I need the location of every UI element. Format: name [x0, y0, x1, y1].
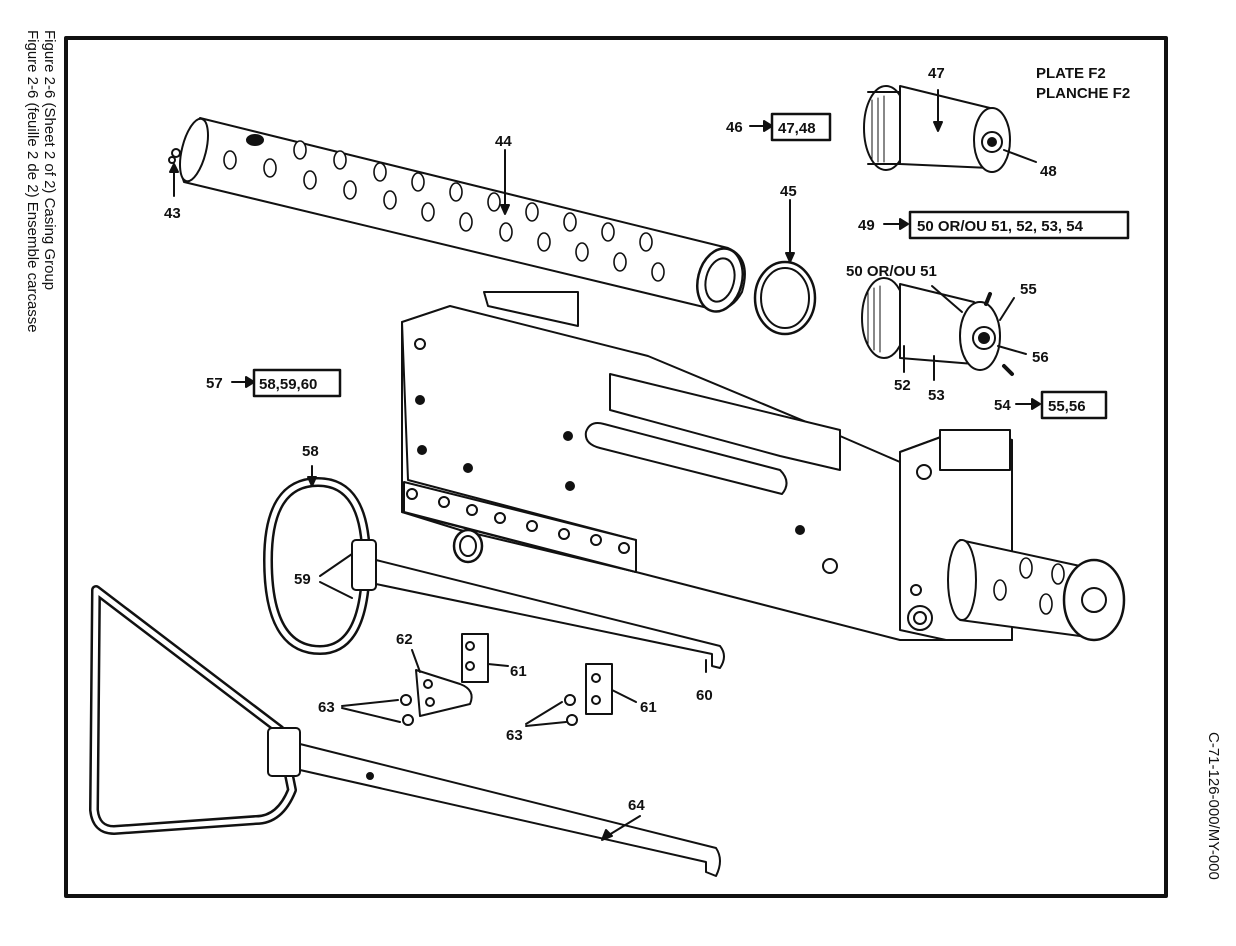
- ref-box-57: [252, 368, 342, 398]
- callout-53: 53: [928, 387, 945, 404]
- callout-49: 49: [858, 217, 875, 234]
- brackets-61-63-drawing: [341, 633, 637, 727]
- callout-45: 45: [780, 183, 797, 200]
- callout-62: 62: [396, 631, 413, 648]
- plate-label-english: PLATE F2: [1036, 65, 1106, 82]
- callout-50-51: 50 OR/OU 51: [846, 263, 937, 280]
- arrowhead-44: [500, 204, 510, 215]
- barrel-jacket-drawing: [179, 117, 746, 313]
- ref-box-46-text: 47,48: [778, 120, 816, 137]
- callout-60: 60: [696, 687, 713, 704]
- callout-59: 59: [294, 571, 311, 588]
- box-arrows: [231, 120, 1041, 410]
- callout-58: 58: [302, 443, 319, 460]
- receiver-casing-drawing: [401, 291, 1126, 642]
- callout-57: 57: [206, 375, 223, 392]
- ref-box-49-text: 50 OR/OU 51, 52, 53, 54: [917, 218, 1084, 235]
- ref-box-57-text: 58,59,60: [259, 376, 317, 393]
- figure-frame: [64, 36, 1168, 898]
- ref-box-46: [770, 112, 832, 142]
- callout-56: 56: [1032, 349, 1049, 366]
- handle-58-60-drawing: [263, 465, 725, 673]
- callout-61-right: 61: [640, 699, 657, 716]
- callout-43: 43: [164, 205, 181, 222]
- callout-52: 52: [894, 377, 911, 394]
- handle-64-drawing: [89, 585, 721, 877]
- callout-47: 47: [928, 65, 945, 82]
- ring-45-drawing: [753, 199, 817, 336]
- callout-63-left: 63: [318, 699, 335, 716]
- plug-47-drawing: [863, 85, 1037, 173]
- ref-box-54-text: 55,56: [1048, 398, 1086, 415]
- callout-64: 64: [628, 797, 645, 814]
- callout-54: 54: [994, 397, 1011, 414]
- callout-63-right: 63: [506, 727, 523, 744]
- callout-48: 48: [1040, 163, 1057, 180]
- callout-46: 46: [726, 119, 743, 136]
- plug-50-51-drawing: [861, 277, 1027, 381]
- callout-55: 55: [1020, 281, 1037, 298]
- callout-61-left: 61: [510, 663, 527, 680]
- plate-label-french: PLANCHE F2: [1036, 85, 1130, 102]
- callout-44: 44: [495, 133, 512, 150]
- ref-box-49: [908, 210, 1130, 240]
- ref-box-54: [1040, 390, 1108, 420]
- screw-43-drawing: [168, 148, 181, 197]
